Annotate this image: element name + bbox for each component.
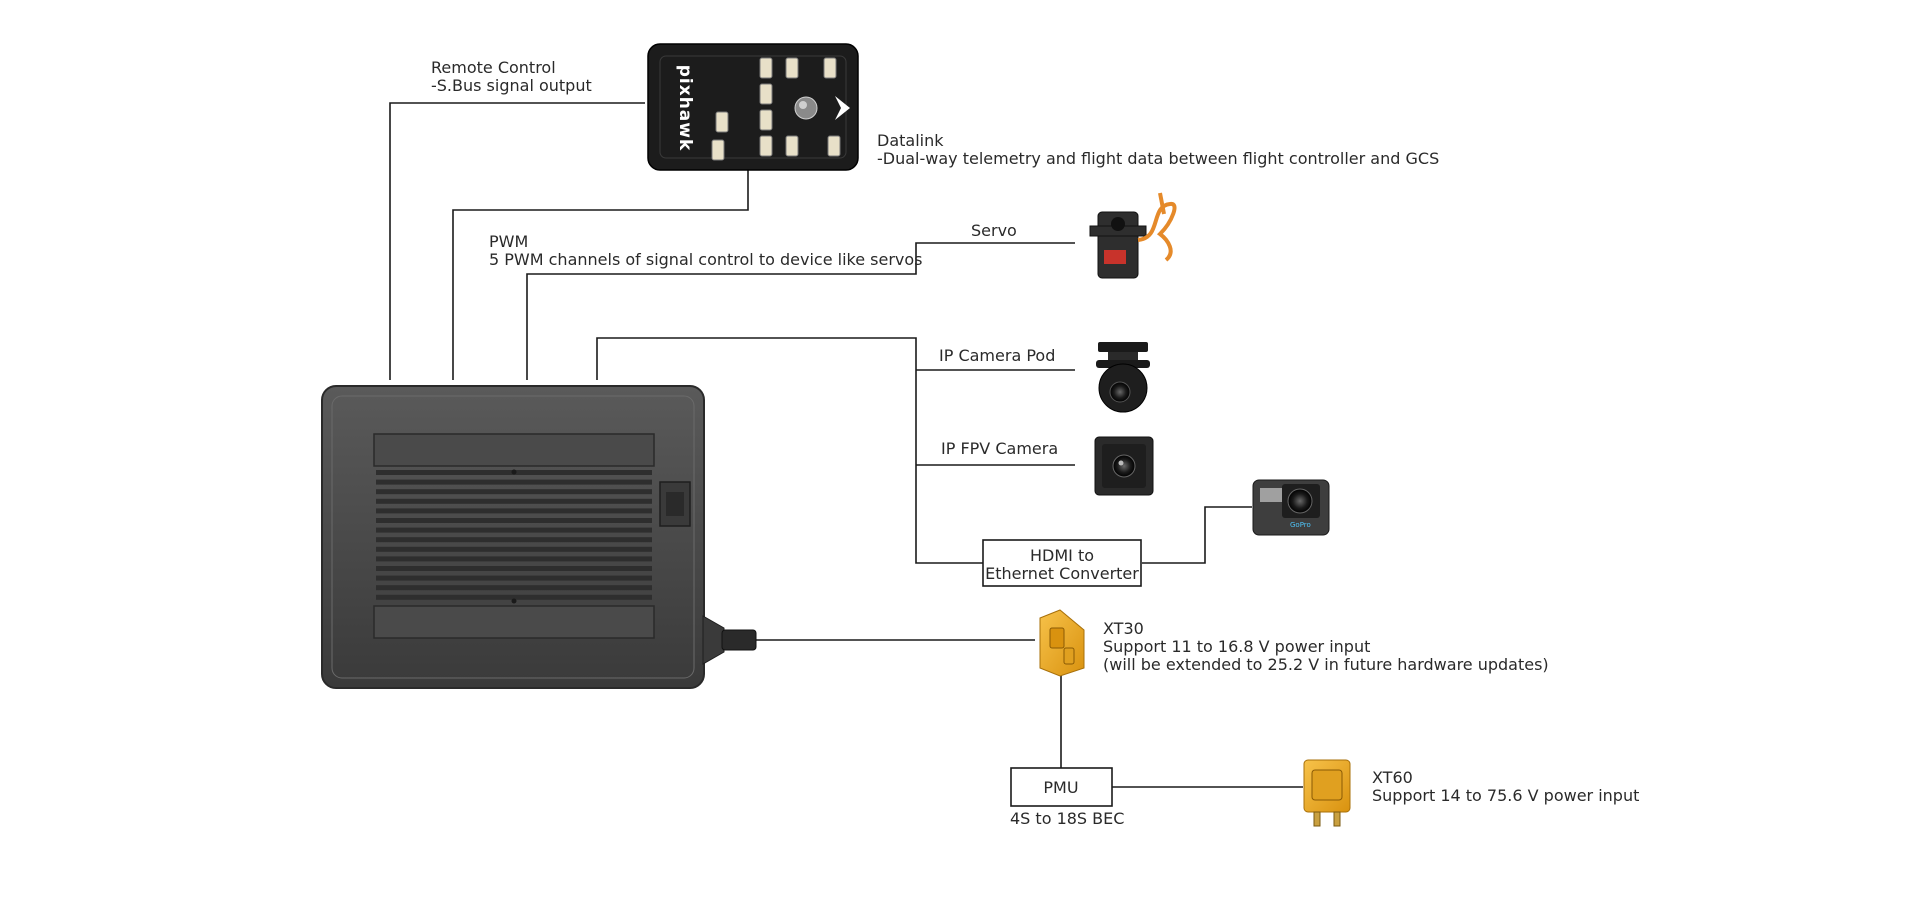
action-camera-icon: GoPro (1252, 479, 1330, 536)
servo-icon (1089, 192, 1177, 279)
flight-controller-port (759, 109, 773, 131)
hdmi-converter-line1: HDMI to (1030, 546, 1094, 565)
main-controller-device (321, 385, 757, 689)
heatsink-fin (376, 585, 652, 591)
flight-controller-port (827, 135, 841, 157)
pwm-title: PWM (489, 232, 528, 251)
remote-control-detail: -S.Bus signal output (431, 76, 592, 95)
heatsink-fin (376, 508, 652, 514)
flight-controller-port (785, 135, 799, 157)
heatsink-fin (376, 527, 652, 533)
pwm-detail: 5 PWM channels of signal control to devi… (489, 250, 922, 269)
labels: Remote Control -S.Bus signal output Data… (431, 58, 1639, 828)
datalink-detail: -Dual-way telemetry and flight data betw… (877, 149, 1439, 168)
xt30-detail-2: (will be extended to 25.2 V in future ha… (1103, 655, 1549, 674)
servo-label: Servo (971, 221, 1017, 240)
datalink-title: Datalink (877, 131, 944, 150)
ip-camera-pod-label: IP Camera Pod (939, 346, 1055, 365)
hdmi-converter-box (982, 539, 1142, 587)
heatsink-fin (376, 575, 652, 581)
remote-control-title: Remote Control (431, 58, 556, 77)
flight-controller-port (823, 57, 837, 79)
flight-controller-port (715, 111, 729, 133)
xt30-title: XT30 (1103, 619, 1144, 638)
flight-controller-port (759, 135, 773, 157)
action-camera-brand: GoPro (1290, 521, 1311, 529)
wire-datalink (452, 162, 749, 380)
wire-pwm-servo (526, 242, 1075, 380)
heatsink-fins (373, 433, 655, 639)
ip-fpv-camera-label: IP FPV Camera (941, 439, 1058, 458)
flight-controller-port (759, 57, 773, 79)
hdmi-converter-line2: Ethernet Converter (985, 564, 1139, 583)
ip-fpv-camera-icon (1094, 436, 1154, 496)
connection-lines (389, 102, 1303, 788)
heatsink-fin (376, 594, 652, 600)
flight-controller-port (759, 83, 773, 105)
pmu-box (1010, 767, 1113, 807)
heatsink-fin (376, 546, 652, 552)
heatsink-fin (376, 566, 652, 571)
heatsink-fin (376, 518, 652, 523)
flight-controller-logo: pixhawk (675, 65, 695, 152)
xt60-title: XT60 (1372, 768, 1413, 787)
pmu-label: PMU (1043, 778, 1078, 797)
flight-controller-port (785, 57, 799, 79)
heatsink-fin (376, 489, 652, 495)
xt30-connector-icon (1039, 609, 1085, 677)
heatsink-fin (376, 556, 652, 562)
xt60-connector-icon (1303, 759, 1351, 827)
ip-camera-pod-icon (1096, 342, 1150, 413)
heatsink-fin (376, 537, 652, 543)
wire-hdmi-camera (1142, 506, 1252, 564)
xt30-detail-1: Support 11 to 16.8 V power input (1103, 637, 1370, 656)
xt60-detail: Support 14 to 75.6 V power input (1372, 786, 1639, 805)
pmu-sub-label: 4S to 18S BEC (1010, 809, 1124, 828)
flight-controller-port (711, 139, 725, 161)
heatsink-fin (376, 498, 652, 504)
heatsink-fin (376, 479, 652, 485)
flight-controller: pixhawk (647, 43, 859, 171)
power-cable-plug (702, 615, 757, 665)
wire-ethernet-trunk (596, 337, 983, 564)
wire-remote-control (389, 102, 645, 380)
